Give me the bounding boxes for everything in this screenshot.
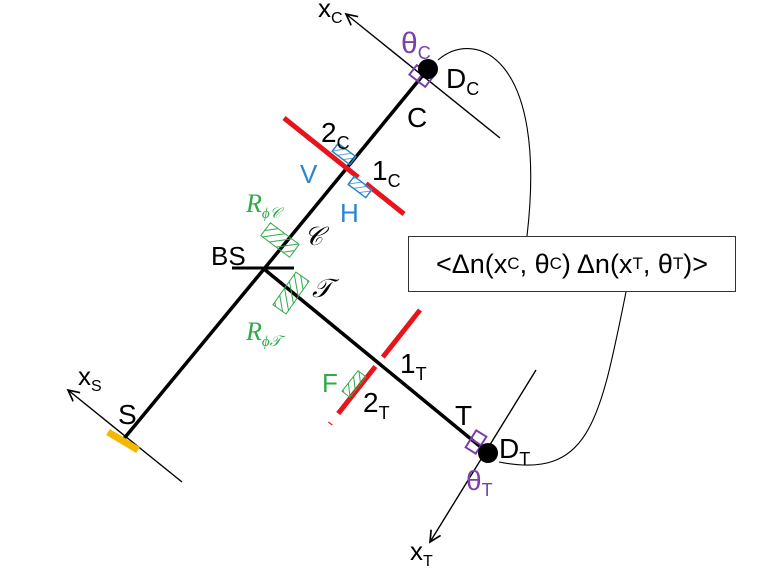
detector-t [478, 443, 498, 463]
rotator-c [260, 222, 300, 258]
detector-c [418, 59, 438, 79]
label-2c: 2C [321, 117, 350, 153]
red-screen-t [328, 308, 422, 426]
label-1t: 1T [400, 348, 427, 384]
label-r-phi-c: Rϕ𝒞 [245, 189, 285, 222]
polarizer-v [331, 142, 357, 166]
beam-source [120, 267, 266, 443]
label-f: F [322, 368, 338, 398]
label-theta-t: θT [466, 465, 493, 500]
correlation-link-c [437, 48, 532, 237]
label-xs: xS [78, 361, 102, 395]
corr-mid2: ) Δn(x [561, 248, 633, 279]
label-t: T [455, 400, 472, 431]
corr-sub3: T [632, 254, 643, 273]
corr-mid1: , θ [519, 248, 550, 279]
label-c: C [407, 102, 427, 133]
label-v: V [300, 159, 318, 189]
label-script-c: 𝒞 [304, 222, 330, 251]
corr-sub4: T [672, 254, 684, 273]
rotator-t [272, 271, 310, 315]
label-s: S [118, 399, 137, 430]
correlation-link-t [498, 291, 627, 466]
label-h: H [340, 198, 359, 228]
label-theta-c: θC [401, 27, 431, 63]
label-xt: xT [410, 536, 433, 570]
label-dc: DC [446, 63, 479, 99]
label-xc: xC [318, 0, 343, 27]
source-element [106, 428, 140, 454]
detector-t-frame [464, 428, 488, 456]
label-r-phi-t: Rϕ𝒯 [245, 317, 286, 350]
corr-mid3: , θ [642, 248, 673, 279]
red-screen-c [282, 116, 406, 216]
label-1c: 1C [372, 155, 401, 191]
label-script-t: 𝒯 [312, 274, 340, 303]
label-bs: BS [211, 241, 246, 271]
polarizer-h [347, 175, 373, 199]
corr-open: <Δn(x [435, 248, 508, 279]
corr-close: )> [683, 248, 709, 279]
beam-t-arm [262, 267, 490, 455]
corr-sub2: C [549, 254, 562, 273]
corr-sub1: C [507, 254, 520, 273]
filter-f [341, 369, 367, 399]
label-2t: 2T [363, 387, 390, 423]
label-dt: DT [499, 433, 530, 469]
